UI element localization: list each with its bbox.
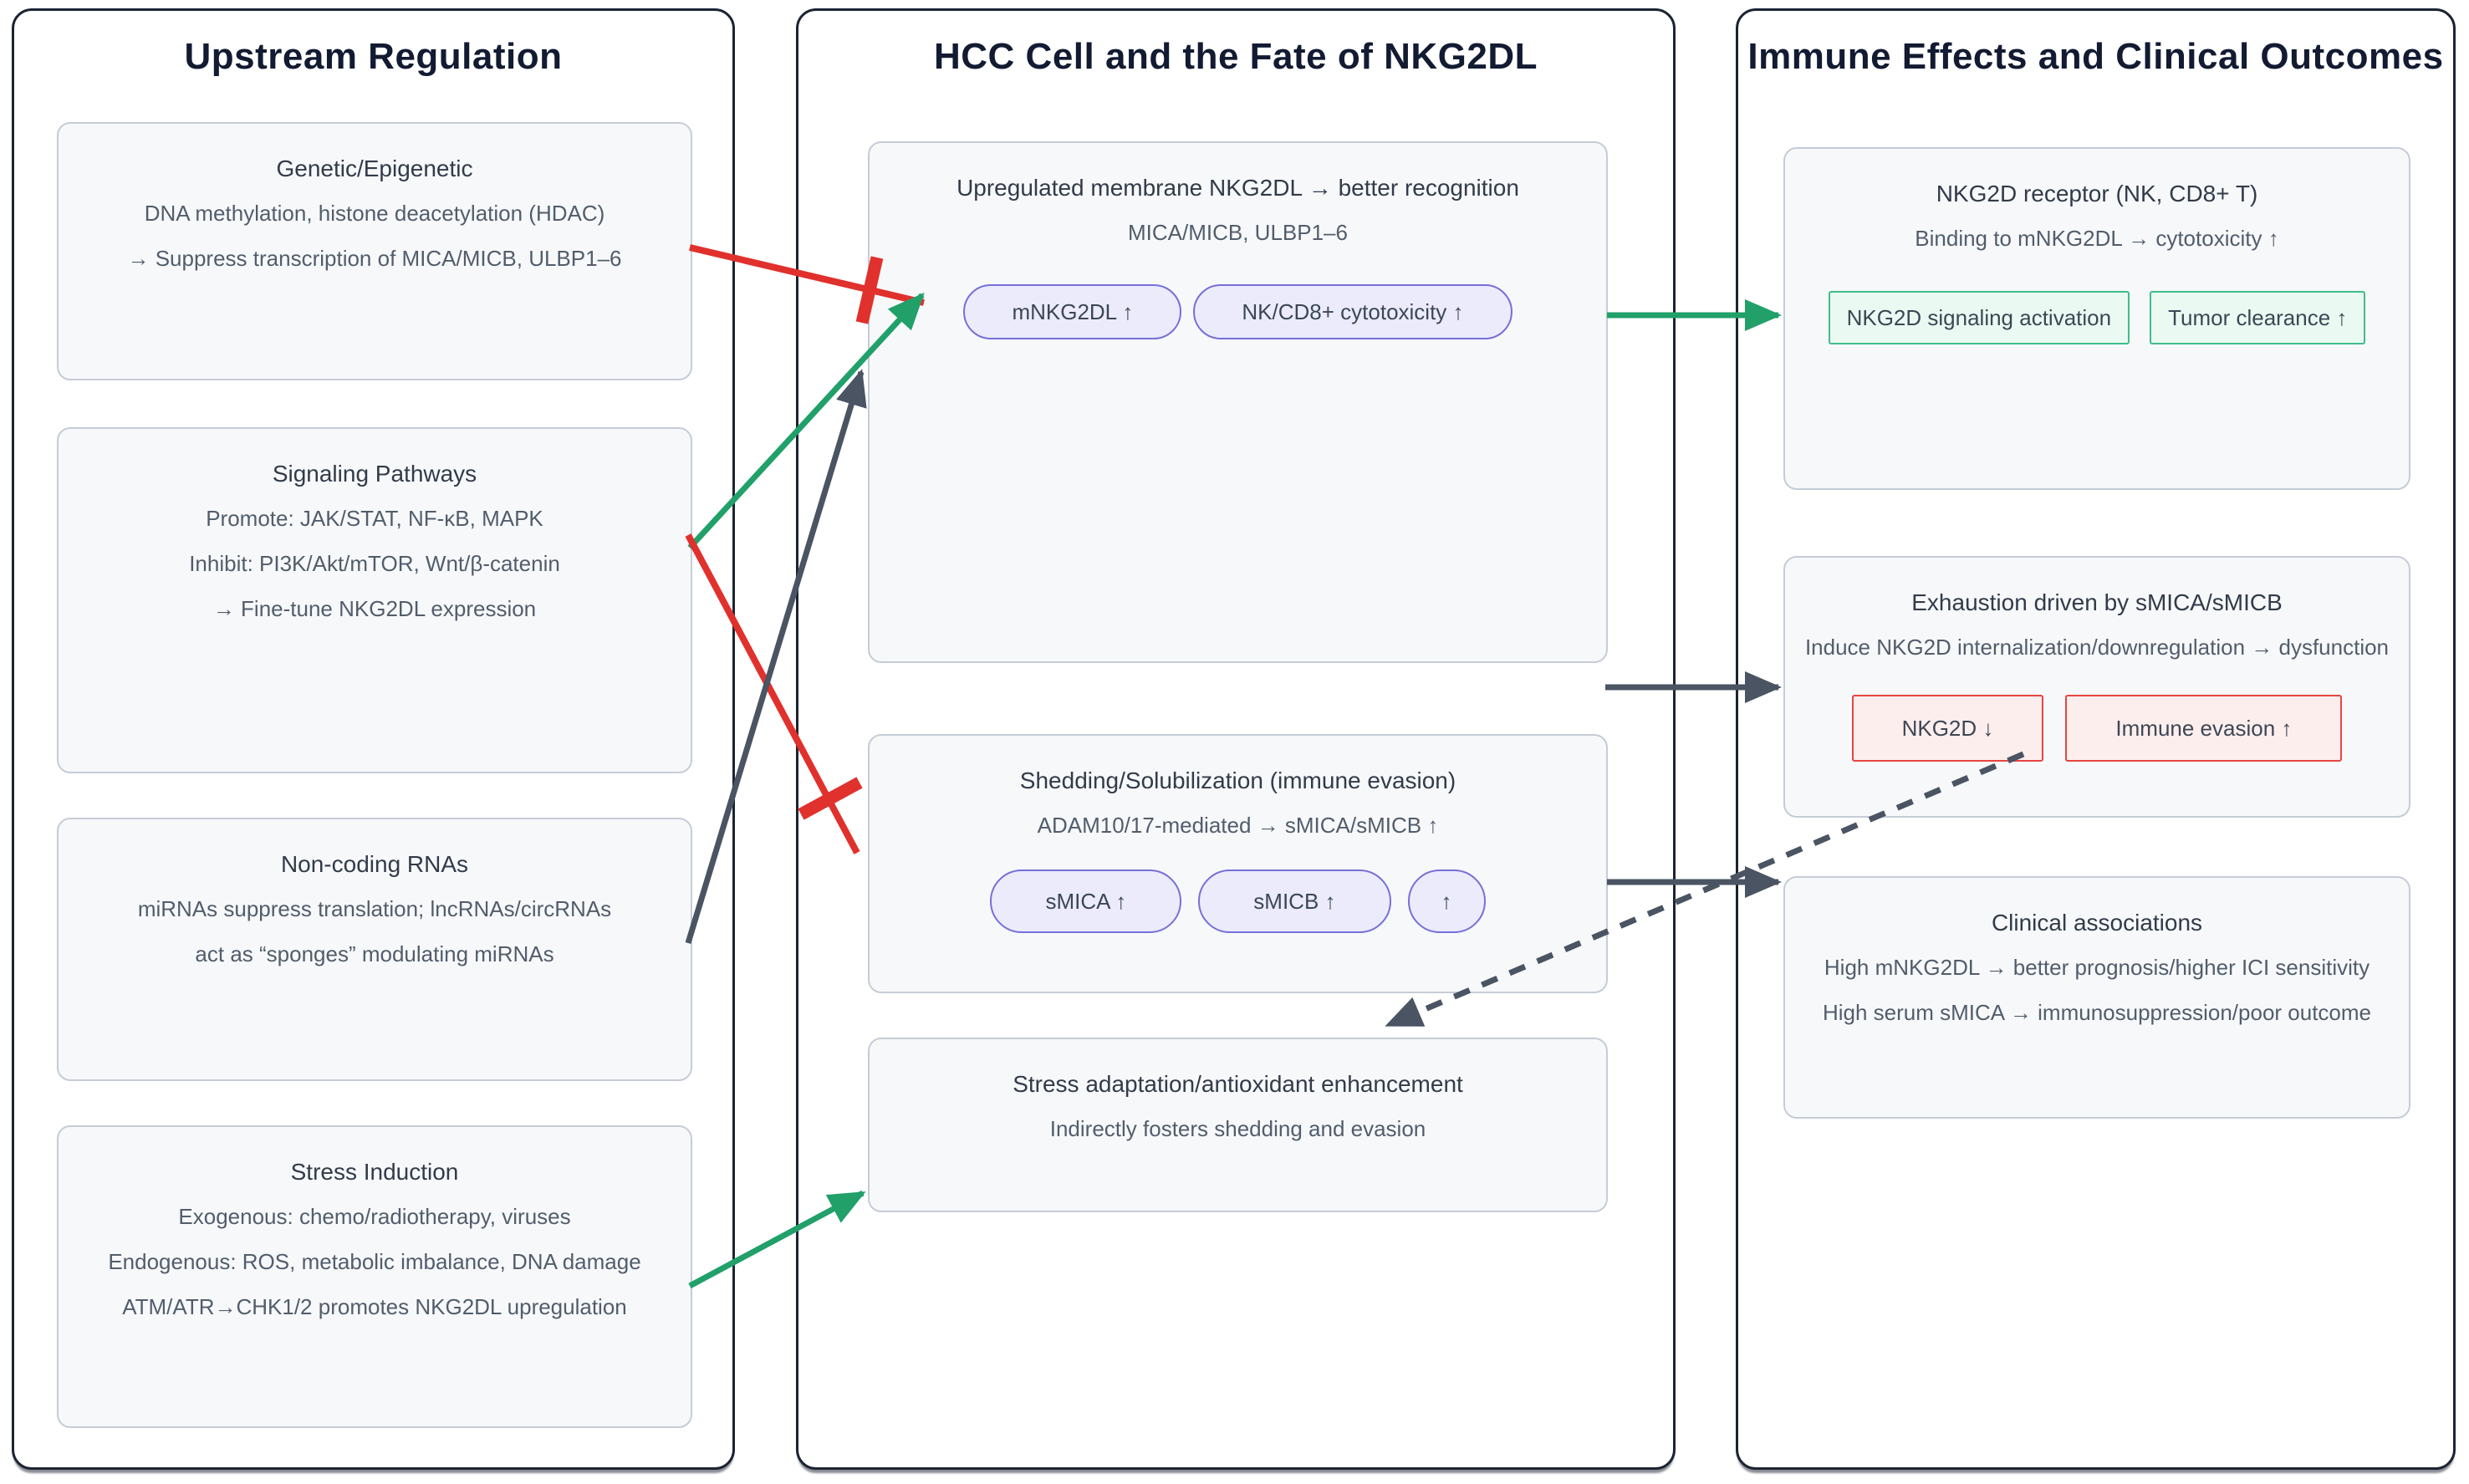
chip-up-arrow: ↑ [1407, 869, 1486, 933]
panel-title-upstream: Upstream Regulation [184, 36, 563, 77]
box-title: Exhaustion driven by sMICA/sMICB [1911, 589, 2283, 615]
box-title: Upregulated membrane NKG2DL → better rec… [956, 175, 1519, 201]
chip-row: sMICA ↑ sMICB ↑ ↑ [870, 869, 1606, 933]
box-subtitle: Binding to mNKG2DL → cytotoxicity ↑ [1915, 226, 2279, 251]
box-title: NKG2D receptor (NK, CD8+ T) [1936, 181, 2258, 207]
chip-smicb-up: sMICB ↑ [1198, 869, 1391, 933]
box-text-line: DNA methylation, histone deacetylation (… [144, 201, 605, 226]
box-nkg2d-receptor: NKG2D receptor (NK, CD8+ T) Binding to m… [1783, 147, 2410, 490]
box-stress-adaptation: Stress adaptation/antioxidant enhancemen… [868, 1038, 1608, 1212]
box-subtitle: Induce NKG2D internalization/downregulat… [1804, 635, 2390, 660]
box-subtitle: ADAM10/17-mediated → sMICA/sMICB ↑ [1037, 813, 1439, 838]
chip-mnkg2dl-up: mNKG2DL ↑ [963, 284, 1182, 339]
box-title: Signaling Pathways [272, 461, 477, 487]
chip-row: NKG2D signaling activation Tumor clearan… [1785, 291, 2409, 344]
chip-row: NKG2D ↓ Immune evasion ↑ [1785, 695, 2409, 762]
box-stress-induction: Stress Induction Exogenous: chemo/radiot… [57, 1125, 692, 1428]
box-subtitle: MICA/MICB, ULBP1–6 [1128, 220, 1348, 245]
box-shedding-solubilization: Shedding/Solubilization (immune evasion)… [868, 734, 1608, 993]
panel-title-immune: Immune Effects and Clinical Outcomes [1747, 36, 2444, 77]
chip-row: mNKG2DL ↑ NK/CD8+ cytotoxicity ↑ [870, 284, 1606, 339]
box-clinical-associations: Clinical associations High mNKG2DL → bet… [1783, 876, 2410, 1119]
chip-nkg2d-signaling-activation: NKG2D signaling activation [1828, 291, 2130, 344]
box-signaling-pathways: Signaling Pathways Promote: JAK/STAT, NF… [57, 427, 692, 773]
panel-hcc-cell: HCC Cell and the Fate of NKG2DL Upregula… [796, 8, 1676, 1470]
box-non-coding-rnas: Non-coding RNAs miRNAs suppress translat… [57, 818, 692, 1081]
chip-smica-up: sMICA ↑ [990, 869, 1182, 933]
box-text-line: High mNKG2DL → better prognosis/higher I… [1824, 955, 2370, 980]
box-text-line: ATM/ATR→CHK1/2 promotes NKG2DL upregulat… [122, 1294, 627, 1319]
box-text-line: Inhibit: PI3K/Akt/mTOR, Wnt/β-catenin [189, 551, 560, 576]
panel-upstream-regulation: Upstream Regulation Genetic/Epigenetic D… [12, 8, 735, 1470]
box-text-line: Exogenous: chemo/radiotherapy, viruses [178, 1204, 571, 1229]
panel-immune-effects: Immune Effects and Clinical Outcomes NKG… [1736, 8, 2456, 1470]
box-subtitle: Indirectly fosters shedding and evasion [1049, 1116, 1426, 1141]
box-title: Non-coding RNAs [280, 851, 469, 877]
box-text-line: Promote: JAK/STAT, NF-κB, MAPK [206, 506, 543, 531]
chip-nkg2d-down: NKG2D ↓ [1851, 695, 2044, 762]
box-text-line: Endogenous: ROS, metabolic imbalance, DN… [108, 1249, 641, 1274]
box-text-line: act as “sponges” modulating miRNAs [195, 941, 554, 966]
box-text-line: miRNAs suppress translation; lncRNAs/cir… [137, 896, 612, 921]
chip-tumor-clearance-up: Tumor clearance ↑ [2150, 291, 2366, 344]
box-title: Stress adaptation/antioxidant enhancemen… [1013, 1071, 1463, 1097]
box-exhaustion-smica-smicb: Exhaustion driven by sMICA/sMICB Induce … [1783, 556, 2410, 818]
chip-nk-cd8-cytotoxicity-up: NK/CD8+ cytotoxicity ↑ [1193, 284, 1513, 339]
box-upregulated-membrane-nkg2dl: Upregulated membrane NKG2DL → better rec… [868, 141, 1608, 663]
box-text-line: → Fine-tune NKG2DL expression [212, 596, 537, 621]
box-title: Clinical associations [1991, 910, 2203, 936]
chip-immune-evasion-up: Immune evasion ↑ [2065, 695, 2343, 762]
box-title: Shedding/Solubilization (immune evasion) [1019, 767, 1456, 793]
box-title: Stress Induction [290, 1159, 459, 1185]
box-title: Genetic/Epigenetic [276, 156, 473, 181]
box-text-line: → Suppress transcription of MICA/MICB, U… [127, 246, 622, 271]
box-text-line: High serum sMICA → immunosuppression/poo… [1822, 1000, 2372, 1025]
panel-title-hcc: HCC Cell and the Fate of NKG2DL [934, 36, 1538, 77]
box-genetic-epigenetic: Genetic/Epigenetic DNA methylation, hist… [57, 122, 692, 380]
